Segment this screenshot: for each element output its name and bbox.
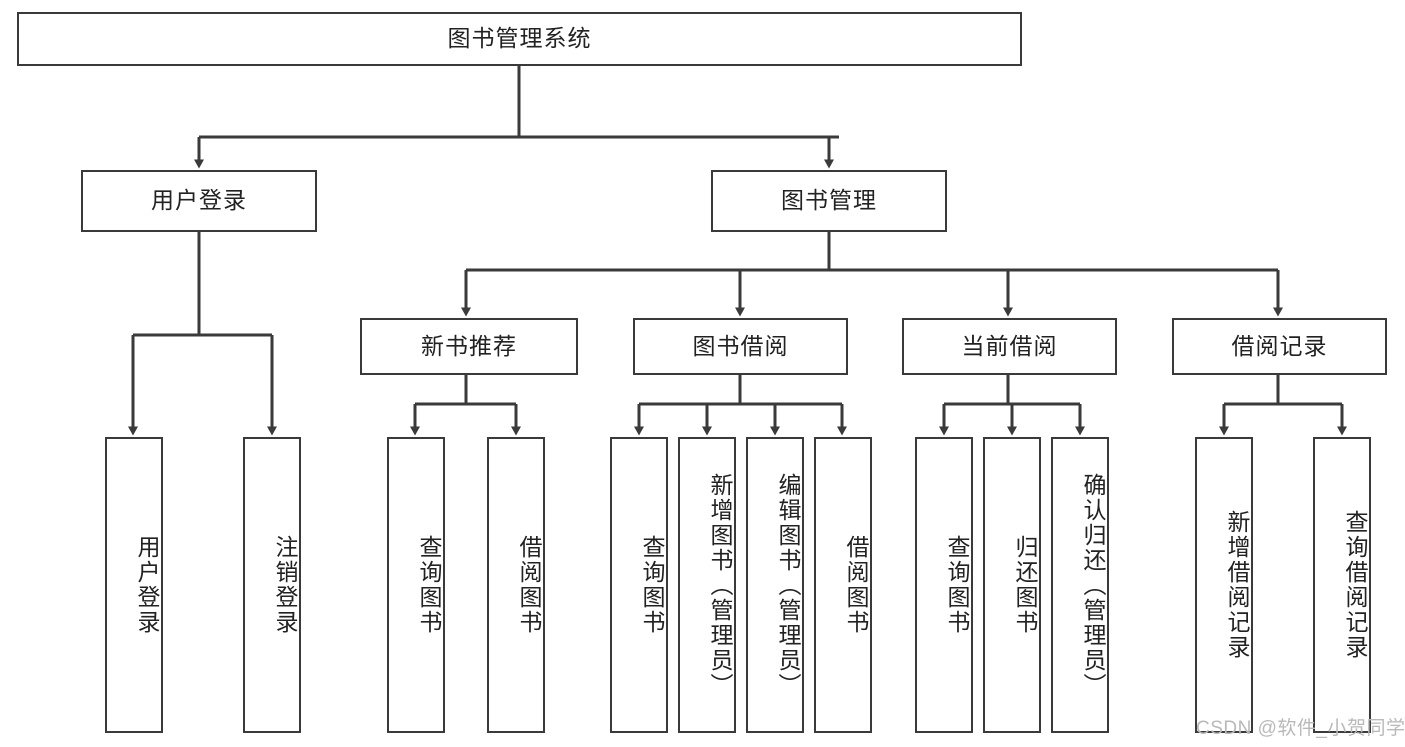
node-user-login[interactable]: 用户登录 bbox=[81, 170, 317, 232]
node-leaf-query-book-borrow[interactable]: 查询图书 bbox=[610, 437, 668, 733]
node-leaf-user-login[interactable]: 用户登录 bbox=[105, 437, 163, 733]
node-book-manage[interactable]: 图书管理 bbox=[711, 170, 947, 232]
node-leaf-edit-book[interactable]: 编辑图书（管理员） bbox=[746, 437, 804, 733]
node-leaf-add-book[interactable]: 新增图书（管理员） bbox=[678, 437, 736, 733]
node-book-borrow[interactable]: 图书借阅 bbox=[633, 318, 848, 375]
node-leaf-query-book-borrow-label: 查询图书 bbox=[639, 535, 665, 635]
node-leaf-borrow-book-recommend-label: 借阅图书 bbox=[516, 535, 542, 635]
node-leaf-return-book[interactable]: 归还图书 bbox=[983, 437, 1041, 733]
node-leaf-borrow-book-recommend[interactable]: 借阅图书 bbox=[487, 437, 545, 733]
node-leaf-logout[interactable]: 注销登录 bbox=[243, 437, 301, 733]
node-borrow-record[interactable]: 借阅记录 bbox=[1172, 318, 1387, 375]
node-leaf-user-login-label: 用户登录 bbox=[134, 535, 160, 635]
node-leaf-query-borrow-record-label: 查询借阅记录 bbox=[1342, 510, 1368, 660]
node-leaf-confirm-return[interactable]: 确认归还（管理员） bbox=[1051, 437, 1109, 733]
node-borrow-record-label: 借阅记录 bbox=[1231, 332, 1328, 359]
node-new-book-recommend[interactable]: 新书推荐 bbox=[360, 318, 578, 375]
node-leaf-confirm-return-label: 确认归还（管理员） bbox=[1080, 472, 1106, 698]
node-leaf-edit-book-label: 编辑图书（管理员） bbox=[775, 472, 801, 698]
node-leaf-logout-label: 注销登录 bbox=[272, 535, 298, 635]
node-root-system[interactable]: 图书管理系统 bbox=[17, 12, 1022, 66]
node-leaf-add-borrow-record-label: 新增借阅记录 bbox=[1224, 510, 1250, 660]
node-user-login-label: 用户登录 bbox=[151, 187, 247, 214]
node-leaf-query-book-current[interactable]: 查询图书 bbox=[915, 437, 973, 733]
node-root-label: 图书管理系统 bbox=[447, 25, 592, 52]
node-leaf-query-book-recommend-label: 查询图书 bbox=[416, 535, 442, 635]
node-leaf-add-borrow-record[interactable]: 新增借阅记录 bbox=[1195, 437, 1253, 733]
node-leaf-query-borrow-record[interactable]: 查询借阅记录 bbox=[1313, 437, 1371, 733]
csdn-watermark: CSDN @软件_小贺同学 bbox=[1196, 718, 1405, 739]
node-leaf-query-book-recommend[interactable]: 查询图书 bbox=[387, 437, 445, 733]
node-current-borrow[interactable]: 当前借阅 bbox=[902, 318, 1117, 375]
node-leaf-add-book-label: 新增图书（管理员） bbox=[707, 472, 733, 698]
node-leaf-borrow-book-label: 借阅图书 bbox=[843, 535, 869, 635]
node-leaf-query-book-current-label: 查询图书 bbox=[944, 535, 970, 635]
node-book-manage-label: 图书管理 bbox=[781, 187, 877, 214]
node-leaf-borrow-book[interactable]: 借阅图书 bbox=[814, 437, 872, 733]
node-leaf-return-book-label: 归还图书 bbox=[1012, 535, 1038, 635]
node-book-borrow-label: 图书借阅 bbox=[692, 332, 789, 359]
node-current-borrow-label: 当前借阅 bbox=[961, 332, 1058, 359]
node-new-book-recommend-label: 新书推荐 bbox=[421, 332, 517, 359]
